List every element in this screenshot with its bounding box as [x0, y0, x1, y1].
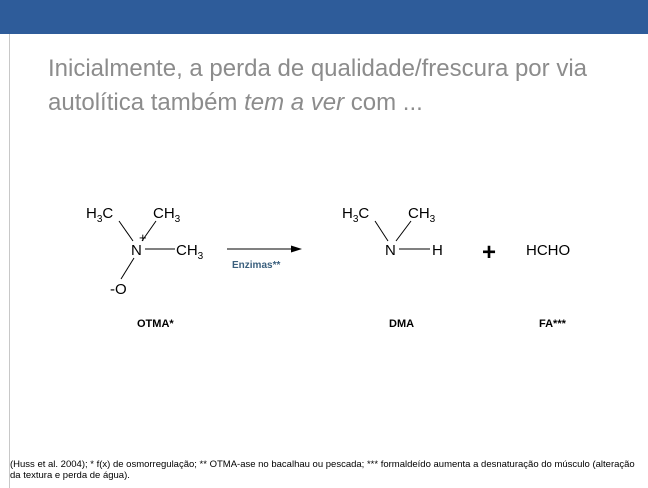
- otma-structure: H3C CH3 N + CH3 -O: [86, 205, 204, 298]
- otma-methyl-top: CH3: [153, 205, 181, 225]
- otma-methyl-right: CH3: [176, 242, 204, 262]
- otma-nitrogen: N: [131, 242, 142, 259]
- hcho-formula: HCHO: [526, 242, 570, 259]
- otma-methyl-left: H3C: [86, 205, 113, 225]
- footnote: (Huss et al. 2004); * f(x) de osmorregul…: [10, 459, 635, 481]
- otma-bond-top: [141, 220, 157, 242]
- dma-hydrogen: H: [432, 242, 443, 259]
- dma-methyl-right: CH3: [408, 205, 436, 225]
- dma-bond-left: [374, 220, 389, 242]
- title-emphasis: tem a ver: [244, 89, 345, 116]
- dma-nitrogen: N: [385, 242, 396, 259]
- dma-structure: H3C CH3 N H: [342, 205, 443, 259]
- dma-methyl-left: H3C: [342, 205, 369, 225]
- top-bar: [0, 0, 648, 34]
- dma-bond-right: [395, 220, 412, 242]
- title-text-part2: com ...: [344, 89, 423, 116]
- dma-name-label: DMA: [389, 318, 414, 330]
- plus-sign: +: [482, 239, 496, 266]
- otma-oxygen: -O: [110, 281, 127, 298]
- enzyme-label: Enzimas**: [232, 260, 280, 271]
- reaction-arrow: [227, 245, 302, 253]
- otma-positive-charge: +: [139, 230, 147, 245]
- otma-bond-left: [118, 220, 134, 242]
- otma-bond-oxygen: [120, 257, 135, 280]
- fa-name-label: FA***: [539, 318, 567, 330]
- title-text-part1: Inicialmente, a perda de qualidade/fresc…: [48, 55, 587, 116]
- slide-frame: [9, 34, 648, 488]
- otma-name-label: OTMA*: [137, 318, 174, 330]
- reaction-arrow-head: [291, 245, 302, 253]
- slide-title: Inicialmente, a perda de qualidade/fresc…: [48, 52, 628, 120]
